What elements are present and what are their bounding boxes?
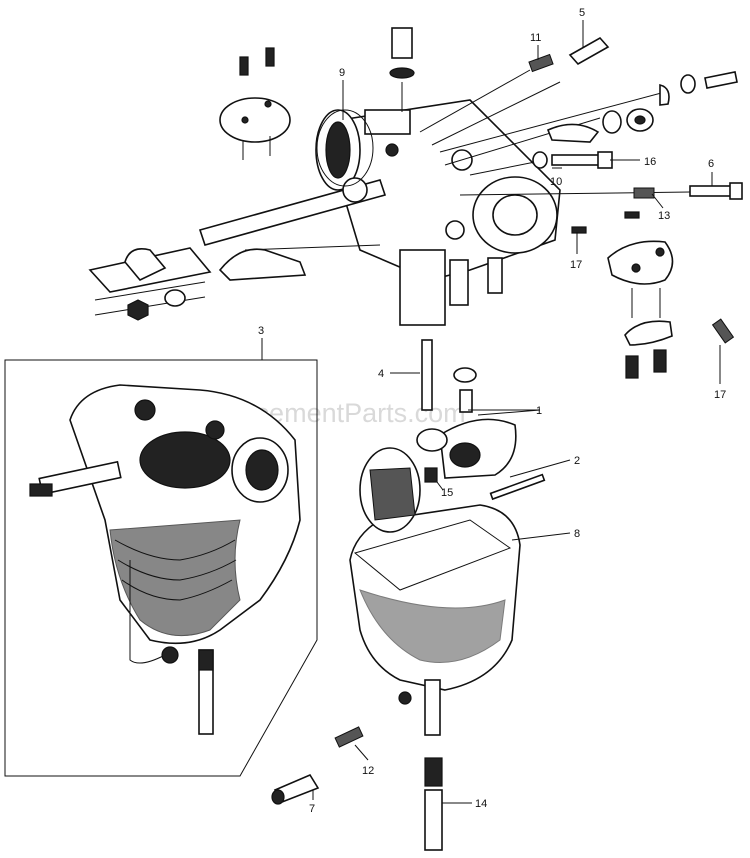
float-bowl: [349, 504, 521, 736]
callout-17-lower: 17: [714, 389, 726, 401]
upper-screws: [419, 36, 691, 196]
callout-1: 1: [536, 405, 542, 417]
throttle-shaft: [88, 177, 387, 321]
right-hardware: [532, 71, 743, 379]
callout-13: 13: [658, 210, 670, 222]
assembled-carburetor: [29, 384, 301, 735]
callout-15: 15: [441, 487, 453, 499]
callout-17-upper: 17: [570, 259, 582, 271]
callout-8: 8: [574, 528, 580, 540]
callout-10: 10: [550, 176, 562, 188]
callout-3: 3: [258, 325, 264, 337]
leader-lines: [261, 20, 721, 804]
callout-4: 4: [378, 368, 384, 380]
gasket-ring-9: [316, 109, 374, 187]
inset-frame: [4, 359, 318, 777]
float-assembly: [359, 339, 546, 533]
callout-12: 12: [362, 765, 374, 777]
callout-6: 6: [708, 158, 714, 170]
idle-screw-parts: [271, 726, 443, 851]
callout-5: 5: [579, 7, 585, 19]
callout-2: 2: [574, 455, 580, 467]
callout-16: 16: [644, 156, 656, 168]
callout-9: 9: [339, 67, 345, 79]
callout-7: 7: [309, 803, 315, 815]
callout-11: 11: [530, 32, 541, 44]
carburetor-upper-body: [315, 99, 561, 326]
callout-labels: 1 2 3 4 5 6 7 8 9 10 11 12 13 14 15 16 1…: [258, 7, 726, 815]
callout-14: 14: [475, 798, 487, 810]
top-plug: [389, 27, 415, 112]
top-cover-plate: [219, 47, 291, 160]
